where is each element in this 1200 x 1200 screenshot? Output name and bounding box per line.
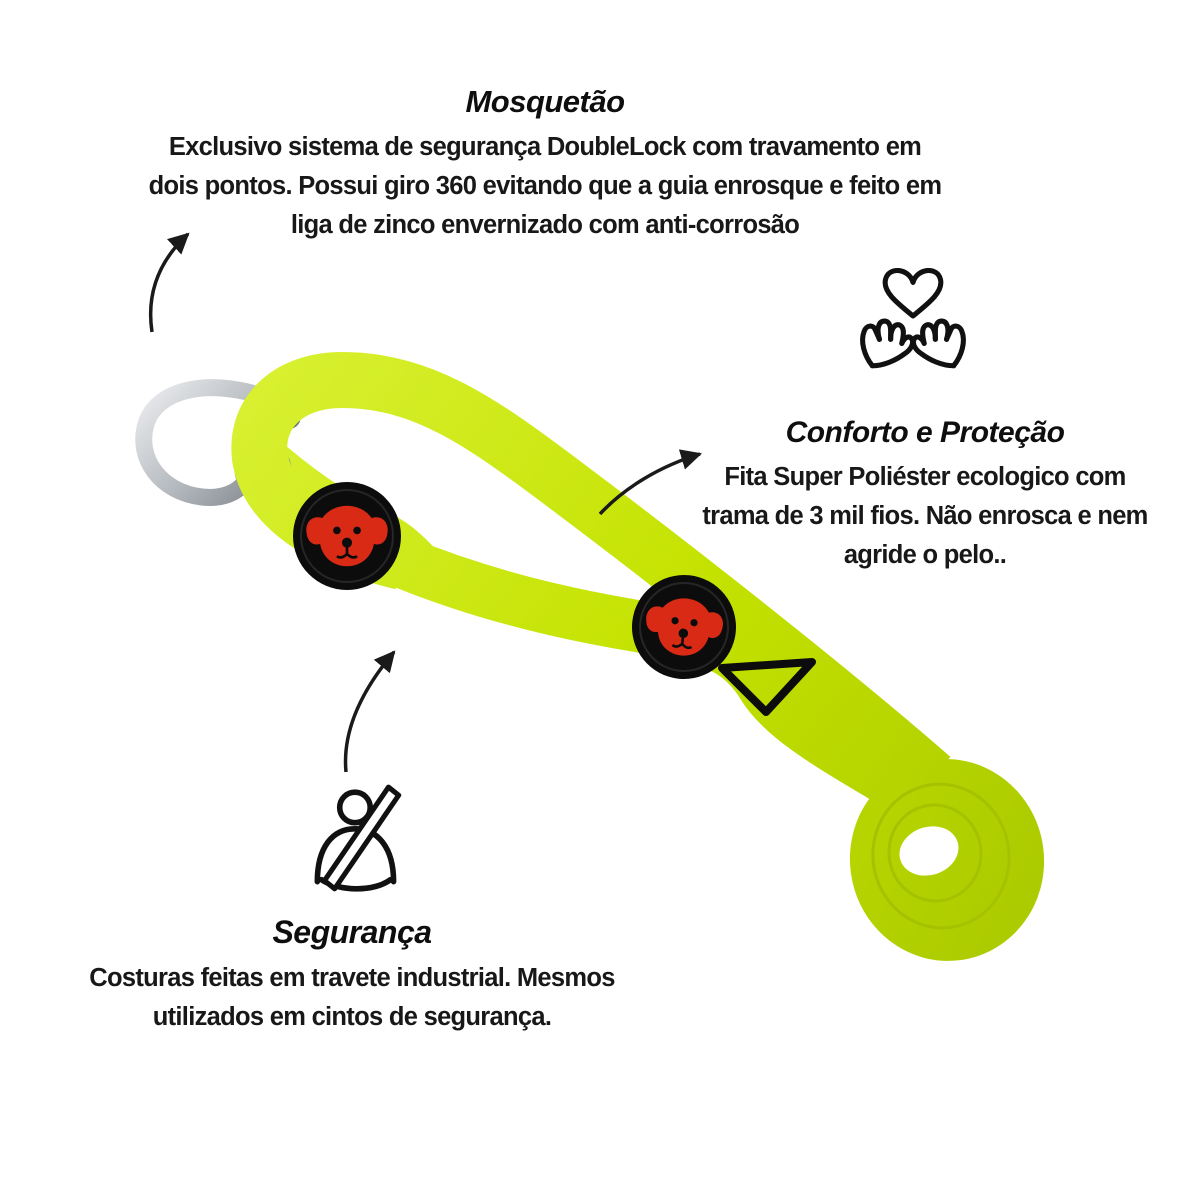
- strap-adjuster-triangle: [718, 658, 816, 716]
- feature-body-seguranca: Costuras feitas em travete industrial. M…: [89, 964, 615, 1031]
- feature-body-mosquetao: Exclusivo sistema de segurança DoubleLoc…: [148, 133, 942, 239]
- dog-face-logo: [306, 505, 388, 567]
- diagonal-seatbelt: [321, 784, 402, 892]
- feature-conforto: Conforto e Proteção Fita Super Poliéster…: [695, 416, 1155, 574]
- seatbelt-person-icon: [297, 780, 419, 902]
- feature-title-seguranca: Segurança: [272, 914, 432, 950]
- feature-body-conforto: Fita Super Poliéster ecologico com trama…: [702, 463, 1148, 569]
- feature-seguranca: Segurança Costuras feitas em travete ind…: [72, 914, 632, 1037]
- hands-holding-heart-icon: [852, 258, 974, 380]
- feature-title-mosquetao: Mosquetão: [465, 84, 625, 119]
- dog-logo-patch-2: [632, 575, 736, 679]
- coiled-strap-end: [849, 759, 1045, 961]
- arrow-mosquetao: [148, 232, 190, 333]
- dog-face-logo: [646, 598, 723, 656]
- arrow-conforto: [598, 449, 703, 516]
- heart-shape: [882, 268, 944, 319]
- coil-center-hole: [899, 826, 959, 876]
- feature-title-conforto: Conforto e Proteção: [785, 416, 1065, 449]
- person-head: [336, 789, 373, 826]
- arrow-seguranca: [343, 650, 396, 773]
- feature-mosquetao: Mosquetão Exclusivo sistema de segurança…: [145, 84, 945, 244]
- person-torso: [314, 826, 397, 885]
- annotation-arrows: [148, 232, 703, 773]
- strap-upper-run: [231, 351, 951, 800]
- dog-logo-patch-1: [293, 482, 401, 590]
- left-hand: [860, 318, 916, 369]
